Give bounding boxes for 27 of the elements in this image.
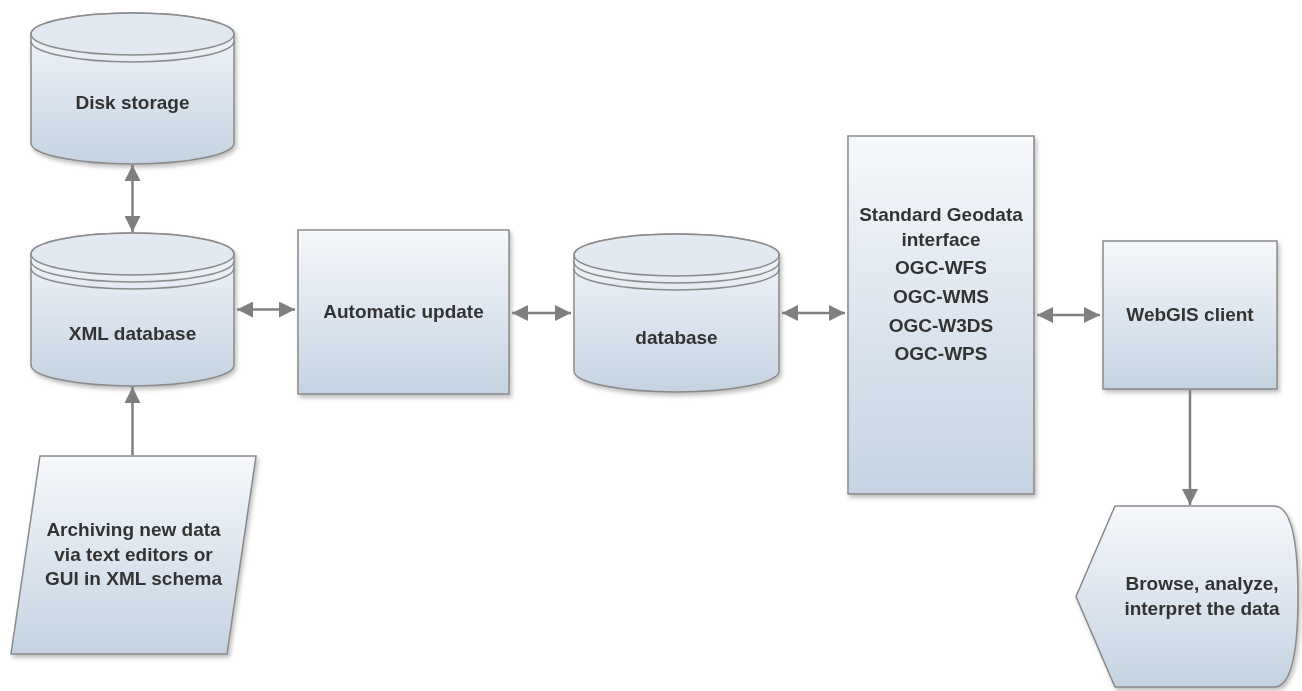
node-label: Archiving new data via text editors or GUI in XML schema — [44, 517, 223, 592]
node-label: Browse, analyze, interpret the data — [1123, 571, 1281, 621]
process-box — [1102, 240, 1278, 390]
node-label: WebGIS client — [1126, 302, 1254, 327]
node-label: Standard Geodata interface — [858, 202, 1024, 252]
node-label: XML database — [68, 322, 197, 347]
arrow — [1182, 390, 1198, 505]
arrow — [1037, 307, 1100, 323]
node-label: Disk storage — [75, 91, 190, 116]
process-box — [297, 229, 510, 395]
input-parallelogram — [10, 455, 257, 655]
arrow — [782, 305, 845, 321]
node-label: OGC-W3DS — [888, 313, 994, 338]
node-label: database — [635, 325, 718, 350]
arrow — [512, 305, 571, 321]
arrow — [124, 387, 141, 455]
arrow — [124, 165, 141, 232]
node-label: OGC-WMS — [892, 285, 989, 309]
database-cylinder — [573, 233, 780, 393]
database-cylinder — [30, 12, 235, 165]
node-label: OGC-WFS — [895, 256, 987, 281]
database-cylinder — [30, 232, 235, 387]
node-label: Automatic update — [323, 299, 484, 324]
node-label: OGC-WPS — [894, 342, 988, 367]
display-shape — [1075, 505, 1299, 688]
process-box — [847, 135, 1035, 495]
arrow — [237, 301, 295, 318]
